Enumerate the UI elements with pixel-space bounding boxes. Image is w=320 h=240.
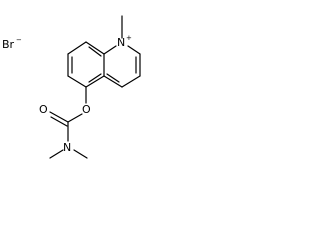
bond xyxy=(103,75,123,88)
double-bond-inner xyxy=(88,73,102,83)
bond xyxy=(85,41,105,55)
bond xyxy=(121,75,141,88)
ring-nitrogen-charge: + xyxy=(126,34,132,42)
bond xyxy=(85,75,105,88)
amide-nitrogen-label: N xyxy=(63,141,71,154)
oxygen-carbonyl-bond xyxy=(67,113,83,123)
structure-canvas: Br − N + O O N xyxy=(0,0,151,176)
bond xyxy=(67,75,87,88)
double-bond-inner xyxy=(88,46,102,57)
chemical-structure: Br − N + O O N xyxy=(2,15,141,159)
n-methyl-left-bond xyxy=(49,149,64,159)
ester-oxygen-label: O xyxy=(82,103,91,116)
bond xyxy=(67,41,87,55)
carbonyl-double-bond xyxy=(49,111,69,123)
bromide-label: Br xyxy=(2,38,15,51)
bond xyxy=(103,45,117,55)
bond xyxy=(127,45,141,55)
carbonyl-double-bond-inner xyxy=(50,116,68,127)
ring-nitrogen-label: N xyxy=(117,36,125,49)
carbonyl-oxygen-label: O xyxy=(39,103,48,116)
quinolinium-ring xyxy=(67,41,141,88)
double-bond-inner xyxy=(106,73,120,83)
n-methyl-right-bond xyxy=(73,149,88,159)
bromide-charge: − xyxy=(16,36,22,44)
